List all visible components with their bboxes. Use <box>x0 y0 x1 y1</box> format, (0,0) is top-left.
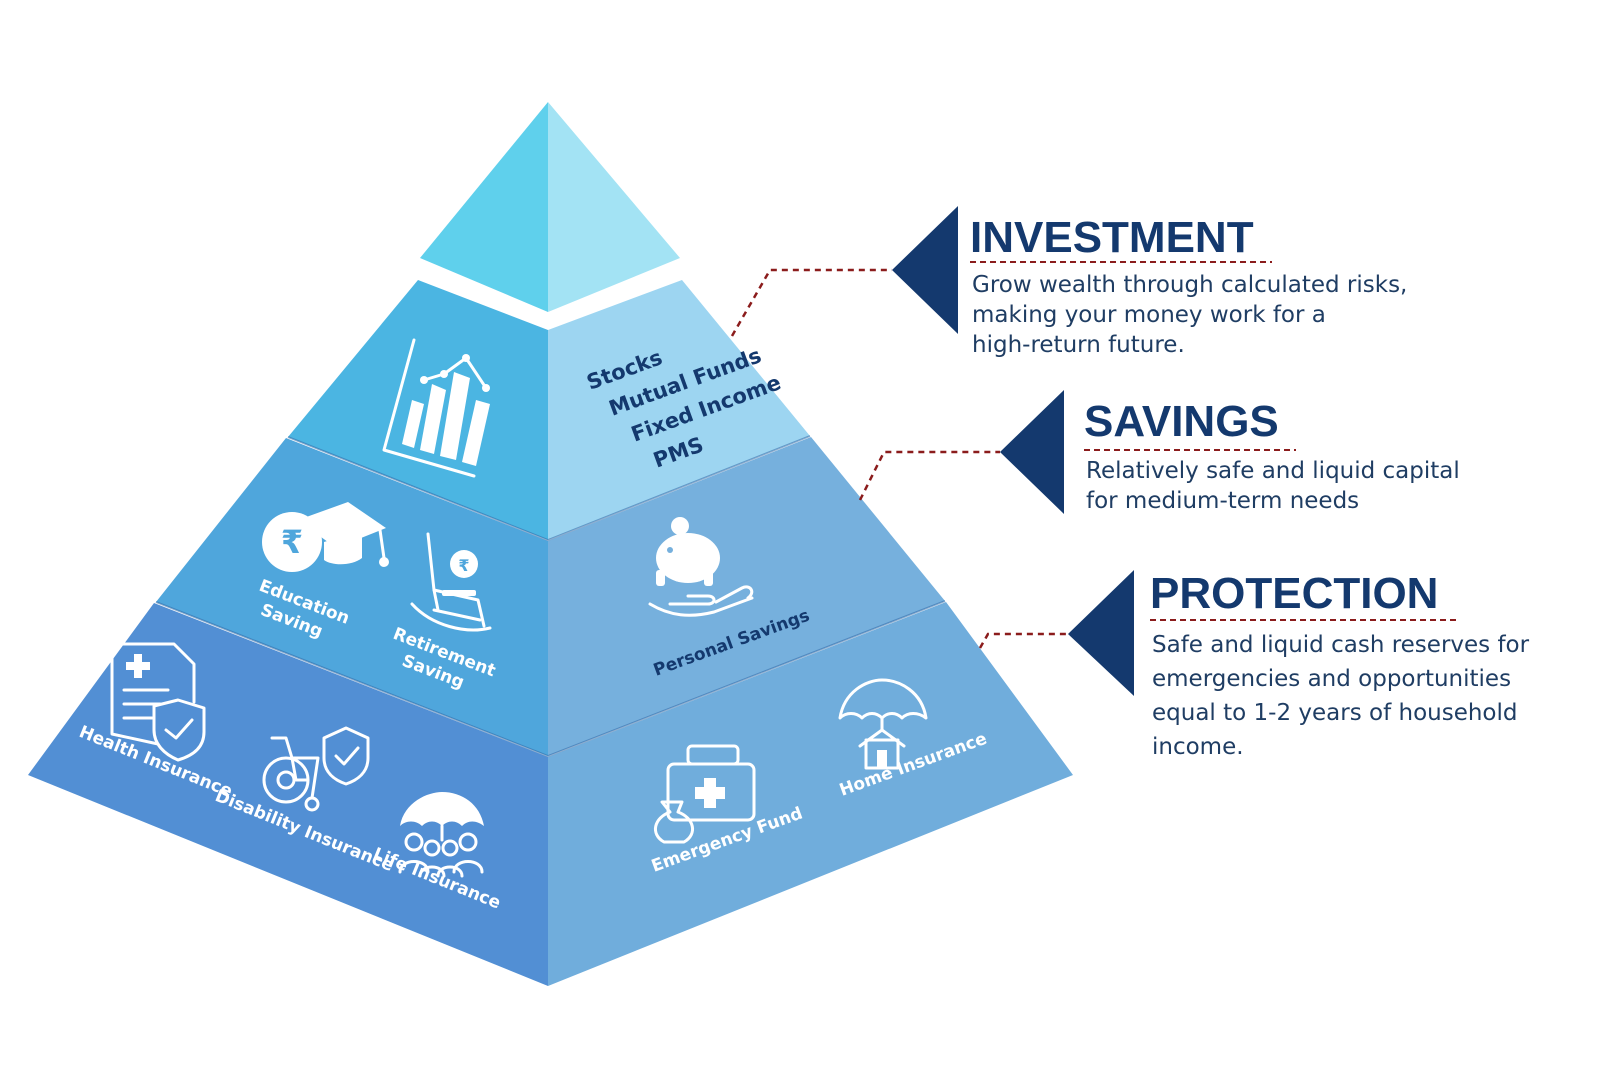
family-umbrella-icon <box>398 792 484 878</box>
wheelchair-shield-icon <box>262 726 370 812</box>
protection-title: PROTECTION <box>1150 569 1438 618</box>
protection-tier-left-face <box>28 603 548 986</box>
first-aid-kit-icon <box>654 744 756 844</box>
protection-desc-line: equal to 1-2 years of household <box>1152 700 1517 726</box>
savings-callout: SAVINGS Relatively safe and liquid capit… <box>858 390 1460 514</box>
savings-arrow <box>1000 390 1064 514</box>
savings-tier-right-face <box>548 437 945 756</box>
tier-divider-1 <box>287 435 811 542</box>
savings-tier-left-face <box>156 438 548 756</box>
svg-text:₹: ₹ <box>281 523 303 561</box>
svg-text:₹: ₹ <box>458 556 469 575</box>
protection-arrow <box>1068 570 1134 696</box>
investment-desc-line: making your money work for a <box>972 302 1326 328</box>
investment-arrow <box>892 206 958 334</box>
savings-title: SAVINGS <box>1084 397 1279 446</box>
rocking-chair-rupee-icon: ₹ <box>410 532 492 632</box>
house-umbrella-icon <box>838 678 928 770</box>
investment-title: INVESTMENT <box>970 213 1254 262</box>
piggy-bank-hand-icon <box>648 517 754 617</box>
investment-connector <box>730 268 892 337</box>
savings-connector <box>858 450 1000 501</box>
health-document-shield-icon <box>110 642 206 762</box>
protection-desc-line: Safe and liquid cash reserves for <box>1152 632 1530 658</box>
investment-desc-line: Grow wealth through calculated risks, <box>972 272 1407 298</box>
investment-callout: INVESTMENT Grow wealth through calculate… <box>730 206 1407 358</box>
savings-desc-line: for medium-term needs <box>1086 488 1359 514</box>
pyramid <box>28 102 1073 986</box>
protection-desc-line: emergencies and opportunities <box>1152 666 1511 692</box>
investment-tier-right-face <box>548 280 810 540</box>
protection-desc-line: income. <box>1152 734 1244 760</box>
pyramid-top-right-face <box>548 102 680 312</box>
graduation-cap-rupee-icon: ₹ <box>262 502 389 572</box>
tier-divider-2 <box>155 600 946 758</box>
protection-callout: PROTECTION Safe and liquid cash reserves… <box>978 569 1530 760</box>
pyramid-top-left-face <box>420 102 548 312</box>
savings-desc-line: Relatively safe and liquid capital <box>1086 458 1460 484</box>
protection-tier-right-face <box>548 602 1073 986</box>
bar-chart-growth-icon <box>382 338 490 478</box>
investment-desc-line: high-return future. <box>972 332 1185 358</box>
protection-connector <box>978 632 1068 649</box>
